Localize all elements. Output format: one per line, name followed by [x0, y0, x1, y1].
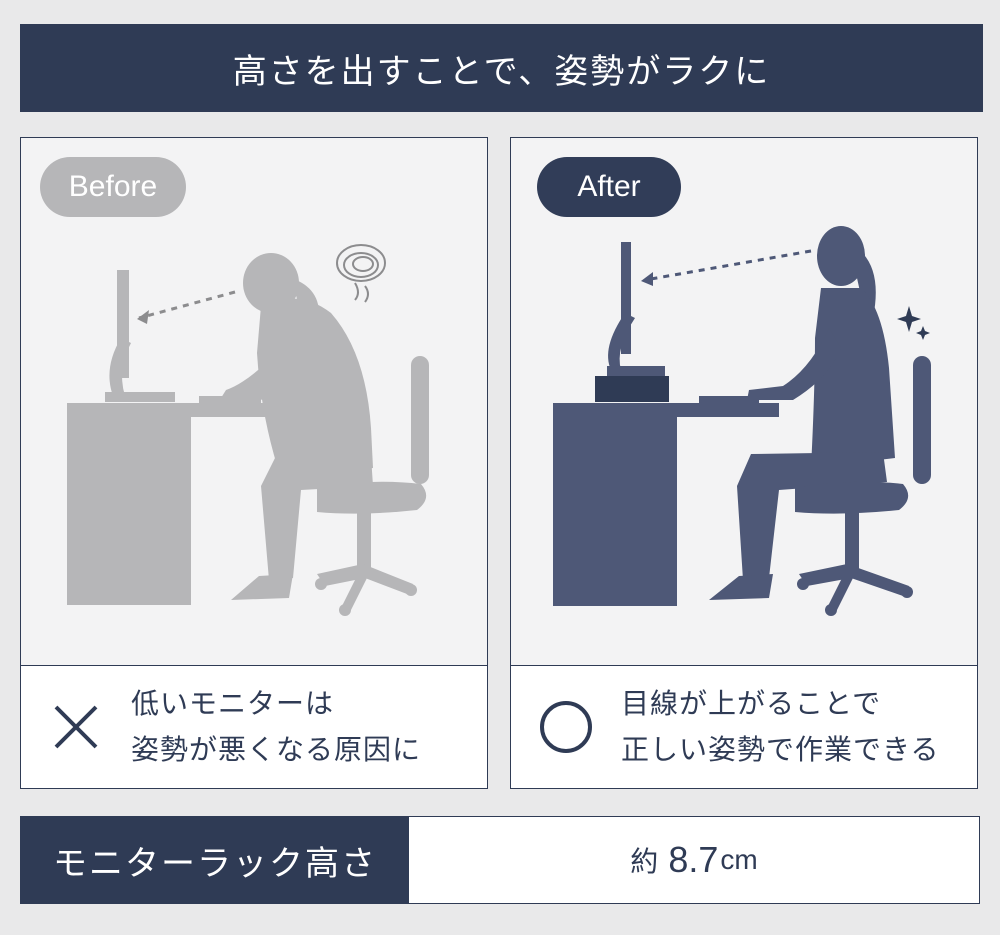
after-caption-line2: 正しい姿勢で作業できる [621, 733, 940, 766]
circle-icon [511, 666, 621, 788]
after-illustration: After [511, 138, 977, 666]
before-illustration: Before [21, 138, 487, 666]
after-badge: After [537, 157, 681, 217]
after-panel: After 目線が上がることで 正しい姿勢で作業できる [510, 137, 978, 789]
rack-height-spec: モニターラック高さ 約 8.7 cm [20, 816, 980, 904]
upright-person-illustration [553, 226, 931, 616]
before-badge: Before [40, 157, 186, 217]
spec-prefix: 約 [630, 845, 659, 878]
spec-label: モニターラック高さ [21, 817, 409, 903]
before-caption: 低いモニターは 姿勢が悪くなる原因に [21, 666, 487, 788]
spec-unit: cm [720, 844, 758, 875]
spec-number: 8.7 [668, 839, 719, 880]
after-caption-line1: 目線が上がることで [621, 687, 882, 720]
spec-value: 約 8.7 cm [409, 817, 979, 903]
page-title: 高さを出すことで、姿勢がラクに [20, 24, 983, 112]
before-caption-line2: 姿勢が悪くなる原因に [131, 733, 422, 766]
before-panel: Before 低いモニターは 姿勢が悪くなる原因に [20, 137, 488, 789]
cross-icon [21, 666, 131, 788]
before-caption-line1: 低いモニターは [131, 687, 335, 720]
slouching-person-illustration [67, 244, 429, 616]
after-caption: 目線が上がることで 正しい姿勢で作業できる [511, 666, 977, 788]
